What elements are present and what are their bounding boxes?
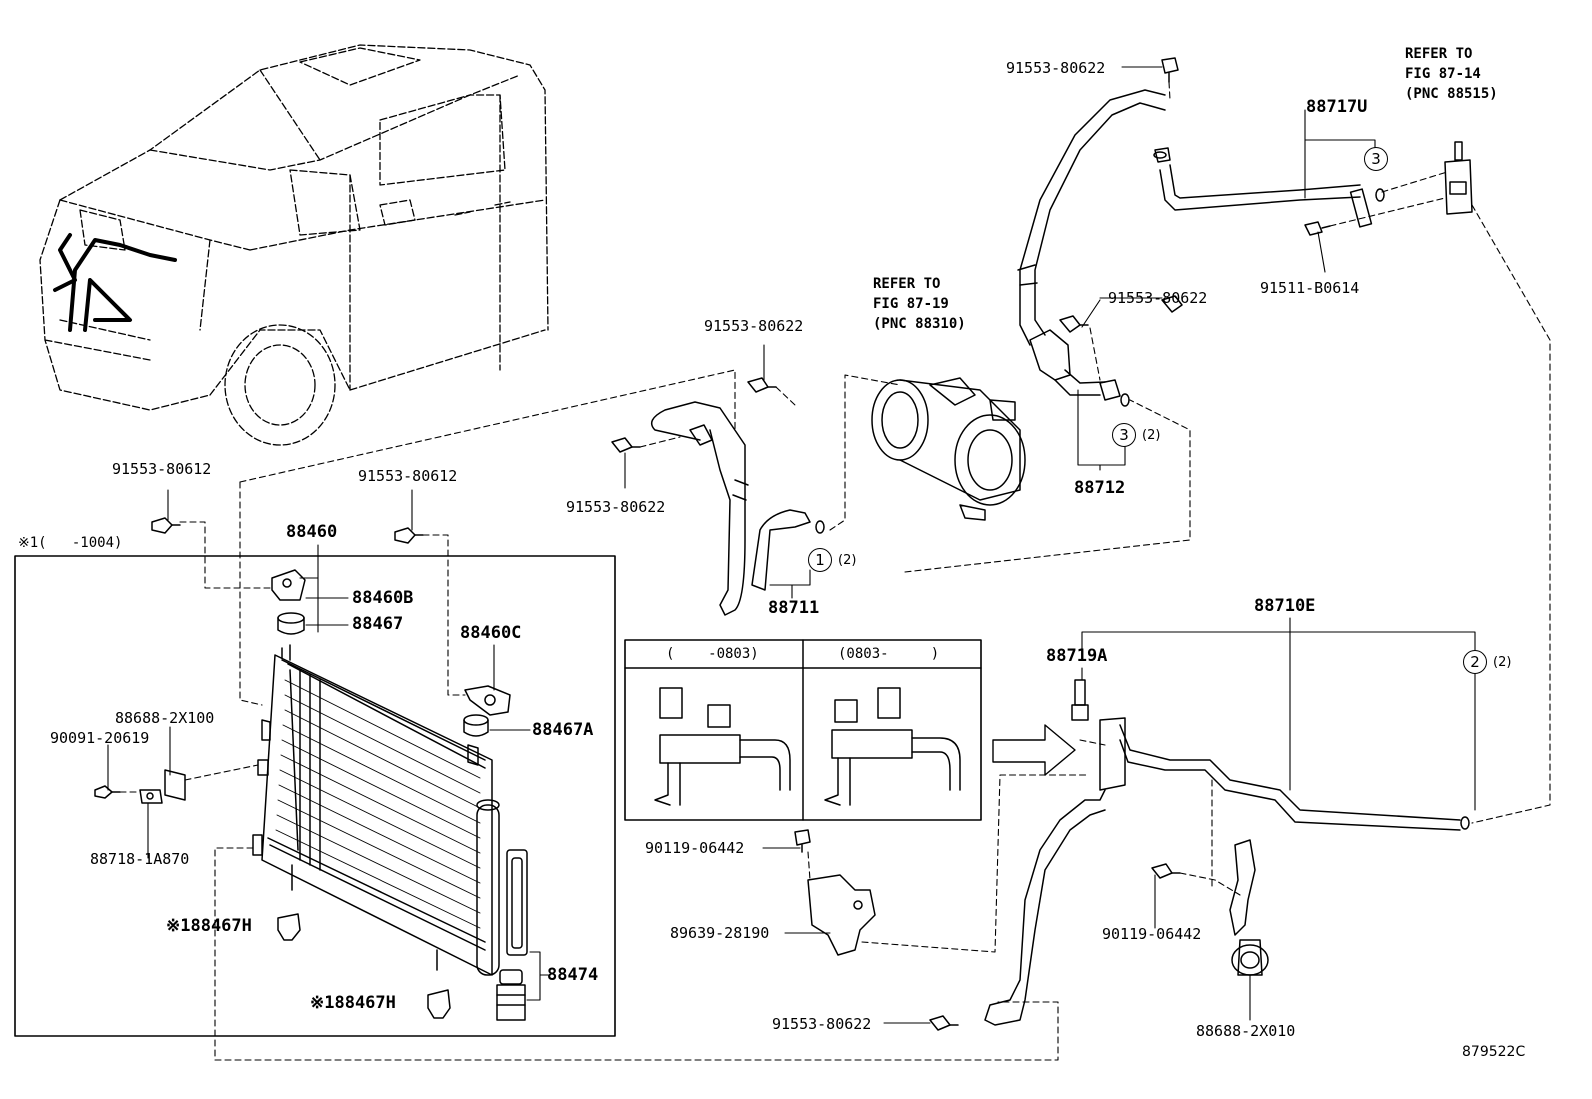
bracket-88460b-part [271,569,306,601]
callout-88688-2x100[interactable]: 88688-2X100 [115,709,215,727]
liquid-tube-88710e [984,717,1461,1026]
callout-90119-06442-left[interactable]: 90119-06442 [645,839,745,857]
dryer-88474-part [496,969,526,1021]
pressure-switch-88719a-part [1071,679,1089,721]
inset-header-before-0803: ( -0803) [666,646,759,662]
callout-88710e[interactable]: 88710E [1254,596,1316,616]
callout-88460b[interactable]: 88460B [352,588,414,608]
callout-88719a[interactable]: 88719A [1046,646,1108,666]
bolt-90091-20619-part [94,785,121,799]
condenser-assembly-frame [14,555,616,1037]
inset-header-from-0803: (0803- ) [838,646,940,662]
callout-90119-06442-right[interactable]: 90119-06442 [1102,925,1202,943]
clamp-88688-2x010-part [1229,839,1269,976]
callout-91553-80622-lower-left[interactable]: 91553-80622 [566,498,666,516]
callout-88711[interactable]: 88711 [768,598,820,618]
refer-note-fig-87-19[interactable]: REFER TO FIG 87-19 (PNC 88310) [873,276,966,332]
cushion-88467h-upper-part [277,913,301,941]
circled-ref-2-qty: (2) [1493,655,1512,670]
callout-91553-80612-right[interactable]: 91553-80612 [358,467,458,485]
bolt-set [611,57,1331,1031]
vehicle-illustration [39,44,549,446]
ac-compressor-part [871,377,1026,521]
callout-88717u[interactable]: 88717U [1306,97,1368,117]
circled-ref-3-qty: (2) [1142,428,1161,443]
callout-91553-80622-top[interactable]: 91553-80622 [1006,59,1106,77]
variant-note: ※1( -1004) [18,535,123,551]
pressure-switch-inset [624,639,982,821]
bolt-91553-80612-right-part [394,527,424,544]
callout-91553-80622-mid-left[interactable]: 91553-80622 [704,317,804,335]
detail-arrow [992,724,1076,776]
callout-88467[interactable]: 88467 [352,614,404,634]
cushion-88467-part [277,612,305,635]
circled-ref-3-mid: 3 [1112,423,1136,447]
circled-ref-2: 2 [1463,650,1487,674]
bracket-88460c-part [464,685,511,716]
bracket-88688-2x100-part [164,769,186,801]
discharge-hose-88711 [650,401,811,616]
callout-88467h-upper[interactable]: ※188467H [166,916,252,936]
refer-note-fig-87-14[interactable]: REFER TO FIG 87-14 (PNC 88515) [1405,46,1498,102]
callout-91553-80612-left[interactable]: 91553-80612 [112,460,212,478]
callout-88460c[interactable]: 88460C [460,623,522,643]
callout-88718-1a870[interactable]: 88718-1A870 [90,850,190,868]
callout-88474[interactable]: 88474 [547,965,599,985]
callout-90091-20619[interactable]: 90091-20619 [50,729,150,747]
callout-88688-2x010[interactable]: 88688-2X010 [1196,1022,1296,1040]
condenser-core [252,644,500,976]
suction-hose-88712 [1017,89,1166,401]
circled-ref-3-top: 3 [1364,147,1388,171]
bracket-89639-28190-part [807,874,876,956]
leader-lines [107,66,1476,1024]
callout-88467a[interactable]: 88467A [532,720,594,740]
cushion-88467a-part [463,714,489,737]
callout-91511-b0614[interactable]: 91511-B0614 [1260,279,1360,297]
cushion-88467h-lower-part [427,989,451,1019]
receiver-bracket [506,849,528,956]
circled-ref-1-qty: (2) [838,553,857,568]
dashed-connections [119,81,1551,1061]
callout-88467h-lower[interactable]: ※188467H [310,993,396,1013]
bracket-88718-1a870-part [139,789,163,804]
callout-91553-80622-mid-right[interactable]: 91553-80622 [1108,289,1208,307]
callout-88712[interactable]: 88712 [1074,478,1126,498]
callout-88460[interactable]: 88460 [286,522,338,542]
liquid-tube-88717u [1154,147,1373,228]
callout-89639-28190[interactable]: 89639-28190 [670,924,770,942]
circled-ref-1: 1 [808,548,832,572]
bolt-91553-80612-left-part [151,517,181,534]
diagram-id: 879522C [1462,1044,1526,1060]
callout-91553-80622-bottom[interactable]: 91553-80622 [772,1015,872,1033]
expansion-valve-part [1444,141,1473,215]
vehicle-ac-routing [53,233,177,332]
o-rings [815,151,1470,830]
